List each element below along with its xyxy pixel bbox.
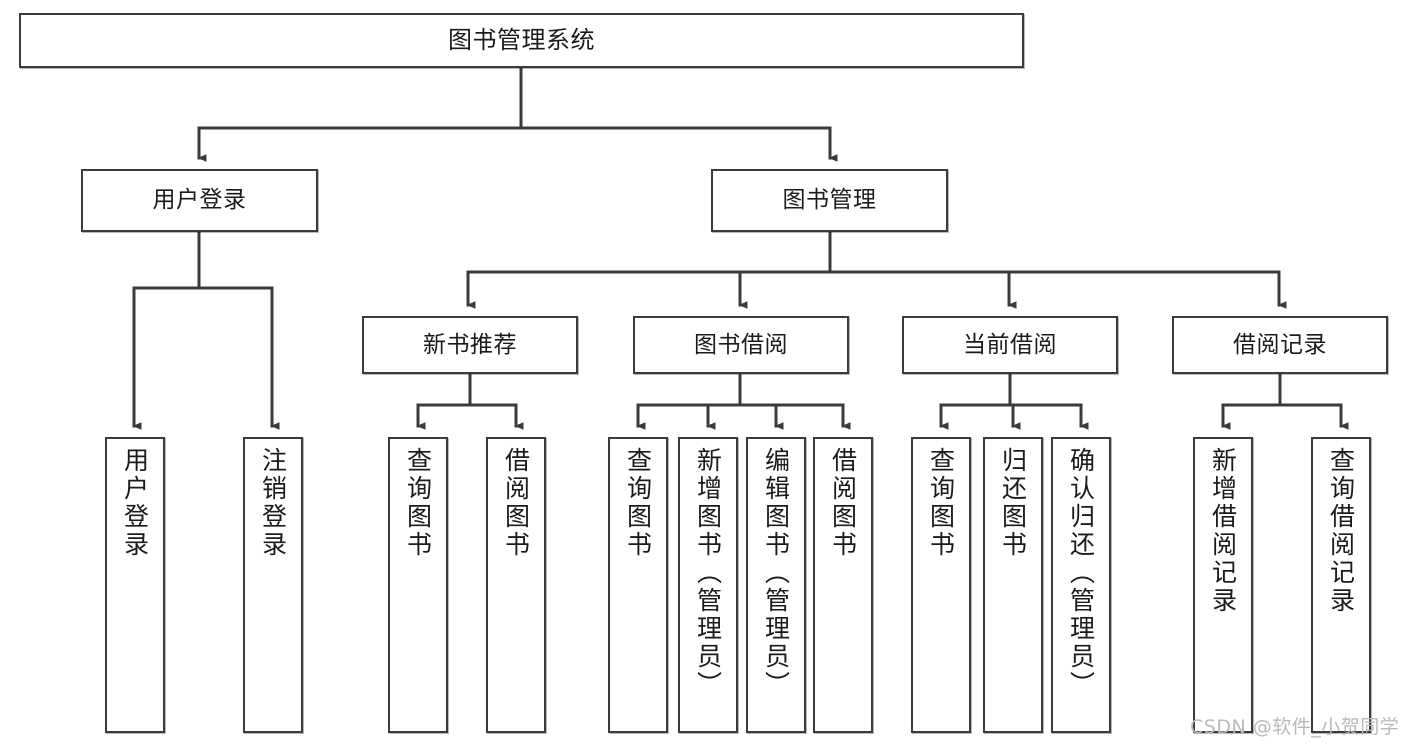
node-borrow-record-label: 借阅记录 <box>1233 331 1327 358</box>
node-leaf-query-book-1-label: 查询图书 <box>403 447 433 559</box>
node-leaf-query-book-3[interactable]: 查询图书 <box>911 437 971 733</box>
node-leaf-user-logout-label: 注销登录 <box>258 447 288 559</box>
node-leaf-user-logout[interactable]: 注销登录 <box>243 437 303 733</box>
node-leaf-add-book-label: 新增图书（管理员） <box>693 447 723 699</box>
node-current-borrow[interactable]: 当前借阅 <box>902 316 1118 374</box>
node-leaf-borrow-book-1[interactable]: 借阅图书 <box>486 437 546 733</box>
node-book-manage-label: 图书管理 <box>782 187 877 214</box>
node-borrow-record[interactable]: 借阅记录 <box>1172 316 1388 374</box>
node-leaf-user-login-label: 用户登录 <box>120 447 150 559</box>
node-leaf-borrow-book-2-label: 借阅图书 <box>828 447 858 559</box>
node-book-borrow-label: 图书借阅 <box>694 331 788 358</box>
node-leaf-confirm-return-label: 确认归还（管理员） <box>1066 447 1096 699</box>
node-leaf-user-login[interactable]: 用户登录 <box>105 437 165 733</box>
node-leaf-query-book-2-label: 查询图书 <box>623 447 653 559</box>
node-leaf-query-record[interactable]: 查询借阅记录 <box>1311 437 1371 733</box>
node-leaf-return-book[interactable]: 归还图书 <box>983 437 1043 733</box>
node-leaf-add-record-label: 新增借阅记录 <box>1208 447 1238 615</box>
node-user-login-label: 用户登录 <box>152 187 247 214</box>
node-root[interactable]: 图书管理系统 <box>19 13 1024 68</box>
node-new-book-rec[interactable]: 新书推荐 <box>362 316 578 374</box>
node-leaf-borrow-book-2[interactable]: 借阅图书 <box>813 437 873 733</box>
node-leaf-return-book-label: 归还图书 <box>998 447 1028 559</box>
node-leaf-edit-book-label: 编辑图书（管理员） <box>761 447 791 699</box>
node-leaf-add-record[interactable]: 新增借阅记录 <box>1193 437 1253 733</box>
node-leaf-query-book-1[interactable]: 查询图书 <box>388 437 448 733</box>
node-current-borrow-label: 当前借阅 <box>963 331 1057 358</box>
node-leaf-borrow-book-1-label: 借阅图书 <box>501 447 531 559</box>
node-leaf-query-book-2[interactable]: 查询图书 <box>608 437 668 733</box>
csdn-watermark: CSDN @软件_小贺同学 <box>1190 716 1400 738</box>
node-leaf-confirm-return[interactable]: 确认归还（管理员） <box>1051 437 1111 733</box>
node-leaf-query-record-label: 查询借阅记录 <box>1326 447 1356 615</box>
node-user-login[interactable]: 用户登录 <box>81 169 318 232</box>
node-leaf-edit-book[interactable]: 编辑图书（管理员） <box>746 437 806 733</box>
node-book-manage[interactable]: 图书管理 <box>711 169 948 232</box>
node-leaf-query-book-3-label: 查询图书 <box>926 447 956 559</box>
node-new-book-rec-label: 新书推荐 <box>423 331 517 358</box>
node-root-label: 图书管理系统 <box>448 25 595 54</box>
node-leaf-add-book[interactable]: 新增图书（管理员） <box>678 437 738 733</box>
node-book-borrow[interactable]: 图书借阅 <box>633 316 849 374</box>
